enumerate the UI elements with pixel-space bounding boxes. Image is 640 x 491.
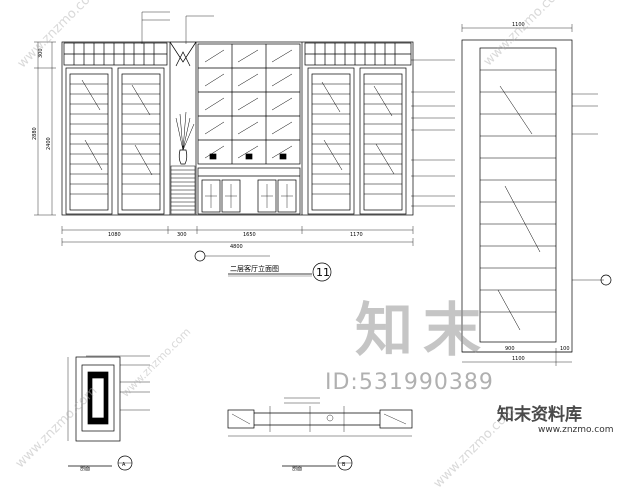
- drawing-number-circle: [312, 262, 332, 282]
- side-dim-bottom-total: 1100: [512, 356, 525, 362]
- detail-a: [67, 355, 150, 471]
- side-dim-labels: 1100 900 100 1100: [505, 22, 570, 362]
- leader-lines-top: [141, 11, 214, 44]
- side-dim-bottom-2: 100: [560, 346, 570, 352]
- side-dim-bottom-1: 900: [505, 346, 515, 352]
- detail-b: [227, 397, 413, 471]
- detail-a-code: A: [122, 462, 126, 468]
- dim-bottom-2: 300: [177, 232, 187, 238]
- dim-left-1: 300: [38, 48, 44, 58]
- lower-cabinet: [197, 167, 301, 215]
- dim-chain-bottom: [61, 226, 414, 246]
- dim-bottom-1: 1080: [108, 232, 121, 238]
- dim-total: 4800: [230, 244, 243, 250]
- detail-a-label: 剖面: [80, 465, 90, 472]
- main-dim-labels: 1080 300 1650 1170 4800 300 2400 2880: [32, 48, 363, 250]
- slatted-base: [170, 165, 196, 215]
- dim-bottom-3: 1650: [243, 232, 256, 238]
- leader-lines-right: [411, 59, 455, 207]
- side-dim-top: 1100: [512, 22, 525, 28]
- right-louver-doors: [307, 67, 407, 215]
- elevation-outline: [61, 41, 414, 216]
- display-shelves: [197, 43, 301, 165]
- center-cabinet: [169, 41, 303, 215]
- main-elevation: [34, 11, 455, 282]
- side-elevation: [461, 24, 612, 366]
- drawing-number: 11: [316, 266, 330, 279]
- branches: [175, 111, 195, 151]
- side-section-marker-icon: [600, 274, 612, 286]
- detail-b-label: 剖面: [292, 465, 302, 472]
- cad-drawing-sheet: 1080 300 1650 1170 4800 300 2400 2880 二层…: [32, 11, 612, 472]
- dim-bottom-4: 1170: [350, 232, 363, 238]
- vase-icon: [178, 149, 188, 165]
- section-marker-icon: [194, 250, 206, 262]
- dim-left-2: 2400: [46, 137, 52, 150]
- lattice-left: [63, 42, 168, 66]
- drawing-title: 二层客厅立面图: [230, 264, 279, 273]
- lattice-right: [304, 42, 412, 66]
- detail-b-code: B: [342, 462, 346, 468]
- dim-left-3: 2880: [32, 127, 38, 140]
- dim-chain-left: [34, 41, 56, 216]
- left-louver-doors: [65, 67, 165, 215]
